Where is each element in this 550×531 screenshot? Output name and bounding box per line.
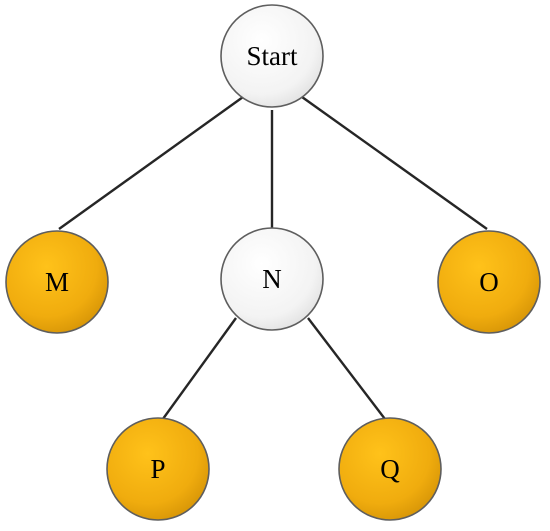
node-m-label: M [45, 267, 69, 297]
node-o-circle [437, 230, 541, 334]
edge-n-q [307, 317, 389, 424]
node-p: P [106, 417, 210, 521]
node-o-label: O [479, 267, 499, 297]
edge-n-p [159, 317, 237, 424]
edge-start-m [58, 96, 244, 230]
node-start: Start [220, 4, 324, 108]
node-start-label: Start [247, 41, 298, 71]
node-p-circle [106, 417, 210, 521]
edges [58, 96, 488, 424]
node-n-circle [220, 227, 324, 331]
node-o: O [437, 230, 541, 334]
node-q-circle [338, 417, 442, 521]
node-n-label: N [262, 264, 282, 294]
node-m-circle [5, 230, 109, 334]
node-m: M [5, 230, 109, 334]
node-n: N [220, 227, 324, 331]
edge-start-o [301, 96, 488, 230]
node-p-label: P [150, 454, 165, 484]
node-q-label: Q [380, 454, 400, 484]
node-start-circle [220, 4, 324, 108]
node-q: Q [338, 417, 442, 521]
